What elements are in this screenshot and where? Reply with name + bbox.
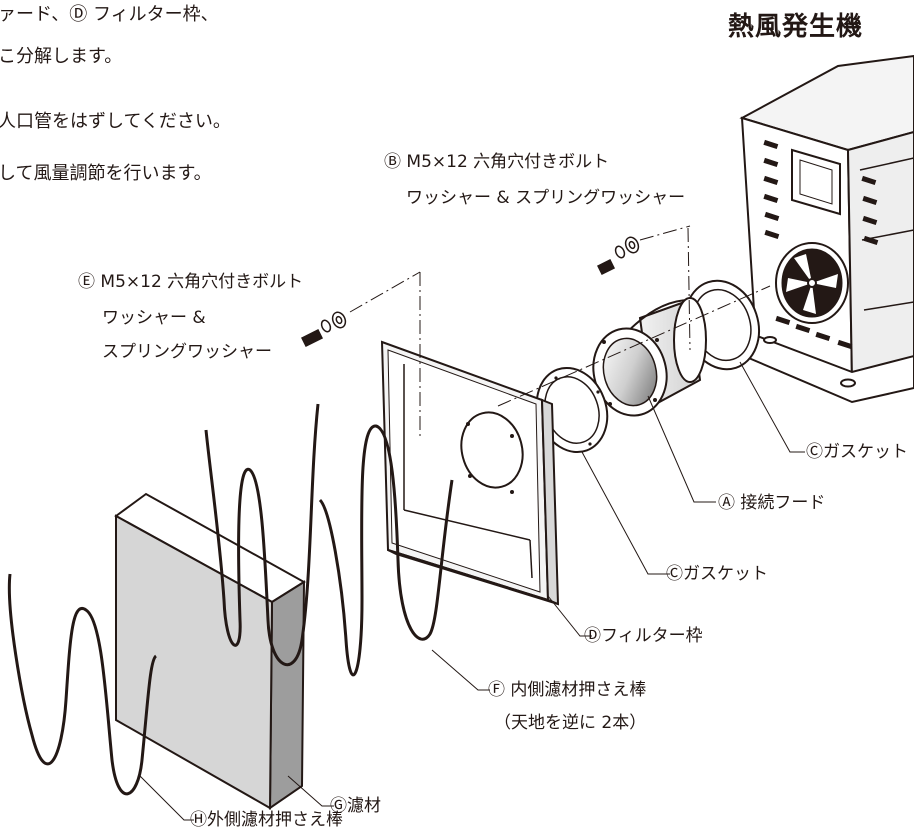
filter-frame xyxy=(382,342,558,604)
gasket-middle xyxy=(525,358,618,462)
bolt-e-label: Ⓔ M5×12 六角穴付きボルト xyxy=(78,272,304,292)
gasket-right-label: Ⓒガスケット xyxy=(806,442,908,462)
bolt-b-label-2: ワッシャー & スプリングワッシャー xyxy=(406,188,686,208)
inner-retaining-bar xyxy=(206,404,452,675)
filter-frame-label: Ⓓフィルター枠 xyxy=(584,626,703,646)
intro-line-4: して風量調節を行います。 xyxy=(0,163,212,184)
media-label: Ⓖ濾材 xyxy=(330,796,381,816)
intro-line-2: こ分解します。 xyxy=(0,46,123,67)
leader-lines xyxy=(140,362,805,820)
heater-unit xyxy=(742,56,914,402)
inner-bar-label: Ⓕ 内側濾材押さえ棒 xyxy=(488,680,647,700)
gasket-middle-label: Ⓒガスケット xyxy=(666,564,768,584)
bolt-e-label-2: ワッシャー & xyxy=(102,308,206,328)
intro-line-3: 人口管をはずしてください。 xyxy=(0,111,231,132)
connection-hood xyxy=(584,298,706,424)
bolt-e-label-3: スプリングワッシャー xyxy=(102,342,272,362)
hood-label: Ⓐ 接続フード xyxy=(718,493,826,513)
outer-bar-label: Ⓗ外側濾材押さえ棒 xyxy=(190,810,343,830)
alignment-lines xyxy=(350,226,770,440)
bolt-e xyxy=(302,310,348,346)
heater-title: 熱風発生機 xyxy=(728,12,864,42)
inner-bar-label-2: （天地を逆に 2本） xyxy=(494,713,647,733)
bolt-b xyxy=(598,235,641,274)
intro-line-1: ァード、Ⓓ フィルター枠、 xyxy=(0,4,219,25)
outer-retaining-bar xyxy=(9,574,156,794)
filter-media xyxy=(116,494,304,808)
bolt-b-label: Ⓑ M5×12 六角穴付きボルト xyxy=(384,152,610,172)
